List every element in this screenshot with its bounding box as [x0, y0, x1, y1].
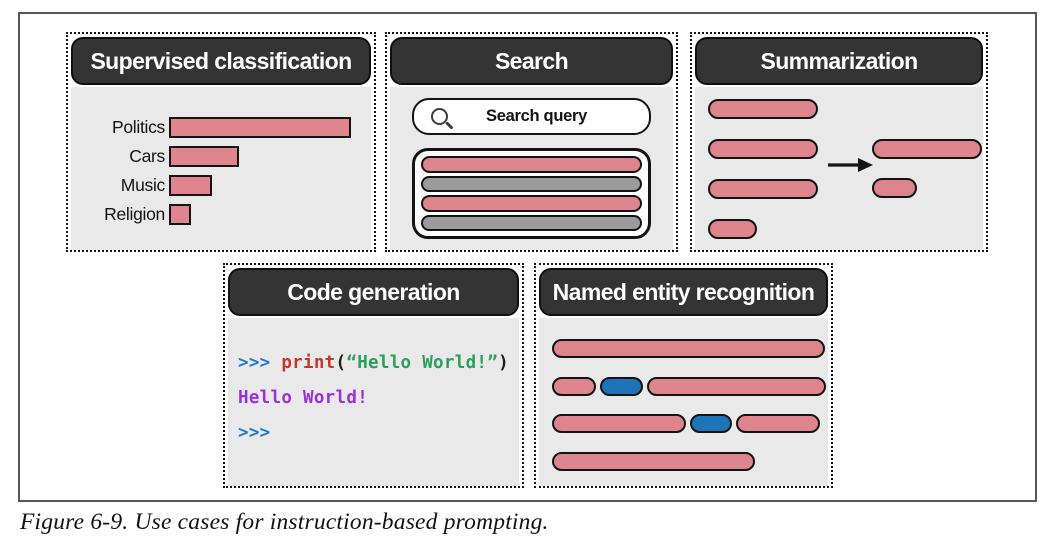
summary-input-pill	[708, 219, 757, 239]
summary-output-pill	[872, 178, 917, 198]
panel-named-entity-recognition: Named entity recognition	[534, 263, 833, 488]
code-line: Hello World!	[238, 388, 368, 408]
ner-entity-pill	[600, 377, 643, 396]
search-input: Search query	[412, 98, 651, 135]
ner-text-pill	[552, 377, 596, 396]
panel-search: Search Search query	[385, 32, 678, 252]
ner-text-pill	[552, 339, 825, 358]
search-query-label: Search query	[486, 107, 587, 125]
ner-text-pill	[647, 377, 826, 396]
code-token: print	[281, 353, 336, 373]
ner-entity-pill	[690, 414, 732, 433]
category-label: Cars	[129, 146, 165, 166]
search-result-pill	[421, 195, 642, 212]
code-token: )	[498, 353, 509, 373]
category-label: Religion	[104, 204, 165, 224]
code-token: Hello World!	[238, 388, 369, 408]
summarization-body	[695, 87, 983, 250]
category-label: Politics	[111, 117, 165, 137]
code-token: (	[335, 353, 347, 373]
right-arrow-icon	[827, 156, 874, 174]
ner-text-pill	[552, 452, 755, 471]
panel-title-search: Search	[390, 37, 673, 85]
code-token: >>>	[238, 353, 282, 373]
panel-title-supervised-classification: Supervised classification	[71, 37, 371, 85]
category-label: Music	[120, 175, 166, 195]
category-bar	[169, 146, 239, 167]
code-token: “Hello World!”	[346, 353, 499, 373]
summary-input-pill	[708, 99, 818, 119]
code-line: >>>	[238, 423, 271, 443]
code-line: >>> print(“Hello World!”)	[238, 353, 509, 373]
search-results-box	[412, 148, 651, 239]
figure-caption: Figure 6-9. Use cases for instruction-ba…	[20, 509, 549, 535]
search-icon	[431, 108, 448, 125]
panel-title-summarization: Summarization	[695, 37, 983, 85]
code-body: >>> print(“Hello World!”) Hello World! >>>	[228, 318, 519, 486]
panel-code-generation: Code generation >>> print(“Hello World!”…	[223, 263, 524, 488]
ner-text-pill	[552, 414, 686, 433]
search-result-pill	[421, 156, 642, 173]
ner-body	[539, 318, 828, 486]
category-bar	[169, 175, 212, 196]
summary-input-pill	[708, 139, 818, 159]
panel-title-named-entity-recognition: Named entity recognition	[539, 268, 828, 316]
panel-summarization: Summarization	[690, 32, 988, 252]
category-bar	[169, 204, 191, 225]
code-token: >>>	[238, 423, 271, 443]
panel-title-code-generation: Code generation	[228, 268, 519, 316]
search-body: Search query	[390, 87, 673, 250]
summary-input-pill	[708, 179, 818, 199]
summary-output-pill	[872, 139, 982, 159]
search-result-pill	[421, 175, 642, 192]
category-bar	[169, 117, 351, 138]
search-result-pill	[421, 214, 642, 231]
ner-text-pill	[736, 414, 820, 433]
